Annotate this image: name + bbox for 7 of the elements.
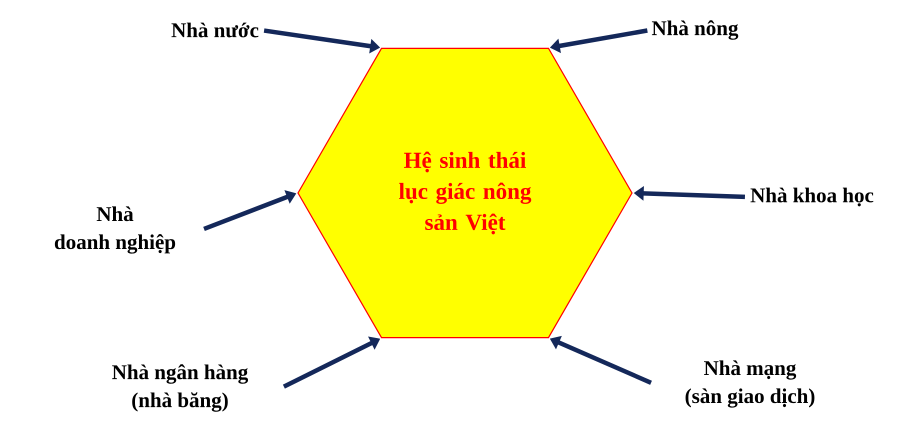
hexagon: Hệ sinh thái lục giác nông sản Việt — [297, 48, 633, 338]
label-text: Nhà doanh nghiệp — [54, 206, 176, 254]
label-text: Nhà khoa học — [750, 188, 874, 206]
label-text: Nhà ngân hàng (nhà băng) — [112, 364, 248, 412]
label-text: Nhà nước — [172, 22, 258, 38]
label-text: Nhà nông — [652, 20, 738, 40]
label-text: Nhà mạng (sàn giao dịch) — [686, 360, 814, 408]
